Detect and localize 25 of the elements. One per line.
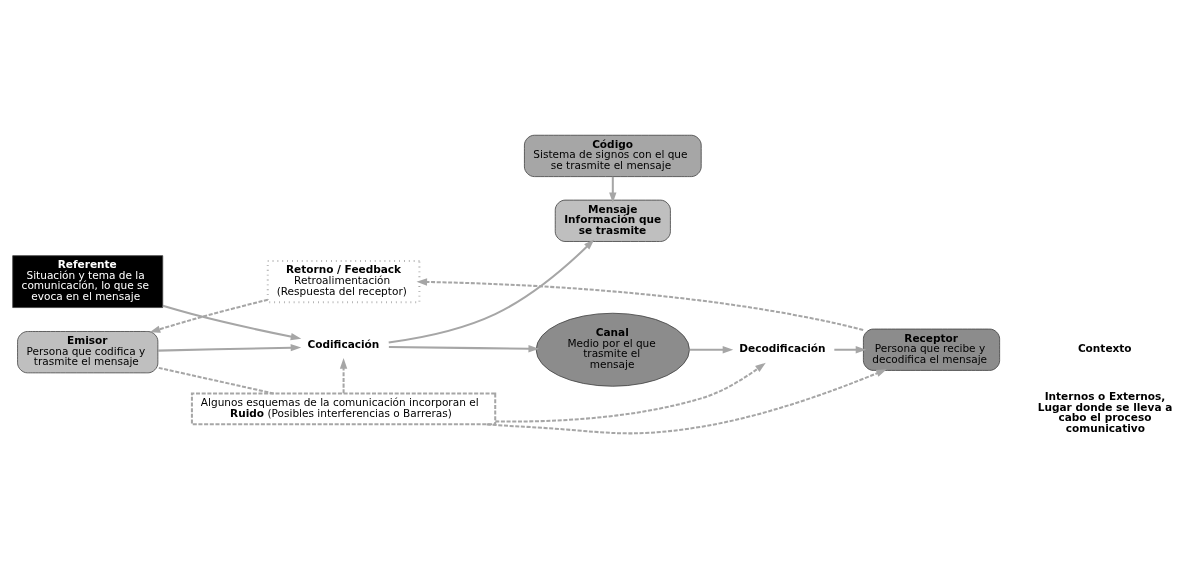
node-ellipse: Canal Medio por el que trasmite el mensaje <box>535 312 690 387</box>
node-box: Retorno / Feedback Retroalimentación (Respuesta del receptor) <box>266 259 421 303</box>
arrow <box>388 344 540 352</box>
arrow <box>495 362 766 423</box>
label: Internos o Externos, Lugar donde se lleva a cabo el proceso comunicativo <box>1037 389 1173 434</box>
node-box: Referente Situación y tema de la comunicación, lo que se evoca en el mensaje <box>12 254 164 308</box>
node-text: Codificación <box>307 337 380 350</box>
node-box: Código Sistema de signos con el que se trasmite el mensaje <box>524 134 702 177</box>
arrow <box>834 345 867 353</box>
arrow <box>149 298 268 333</box>
arrow <box>689 345 734 353</box>
arrow <box>486 368 887 434</box>
node-text: Decodificación <box>739 341 826 354</box>
arrow <box>416 277 864 331</box>
arrow <box>162 304 302 340</box>
label: Contexto <box>1077 341 1132 354</box>
node-box: Emisor Persona que codifica y trasmite el mensaje <box>17 330 159 373</box>
node-box: Algunos esquemas de la comunicación incorporan el Ruido (Posibles interferencias o Barreras) <box>190 392 497 425</box>
arrow <box>339 357 348 393</box>
arrow <box>388 238 595 343</box>
node-box: Mensaje Información que se trasmite <box>554 199 671 242</box>
connector <box>157 366 274 394</box>
node-box: Receptor Persona que recibe y decodifica el mensaje <box>863 328 1001 371</box>
arrow <box>158 343 302 352</box>
arrow <box>609 176 617 203</box>
